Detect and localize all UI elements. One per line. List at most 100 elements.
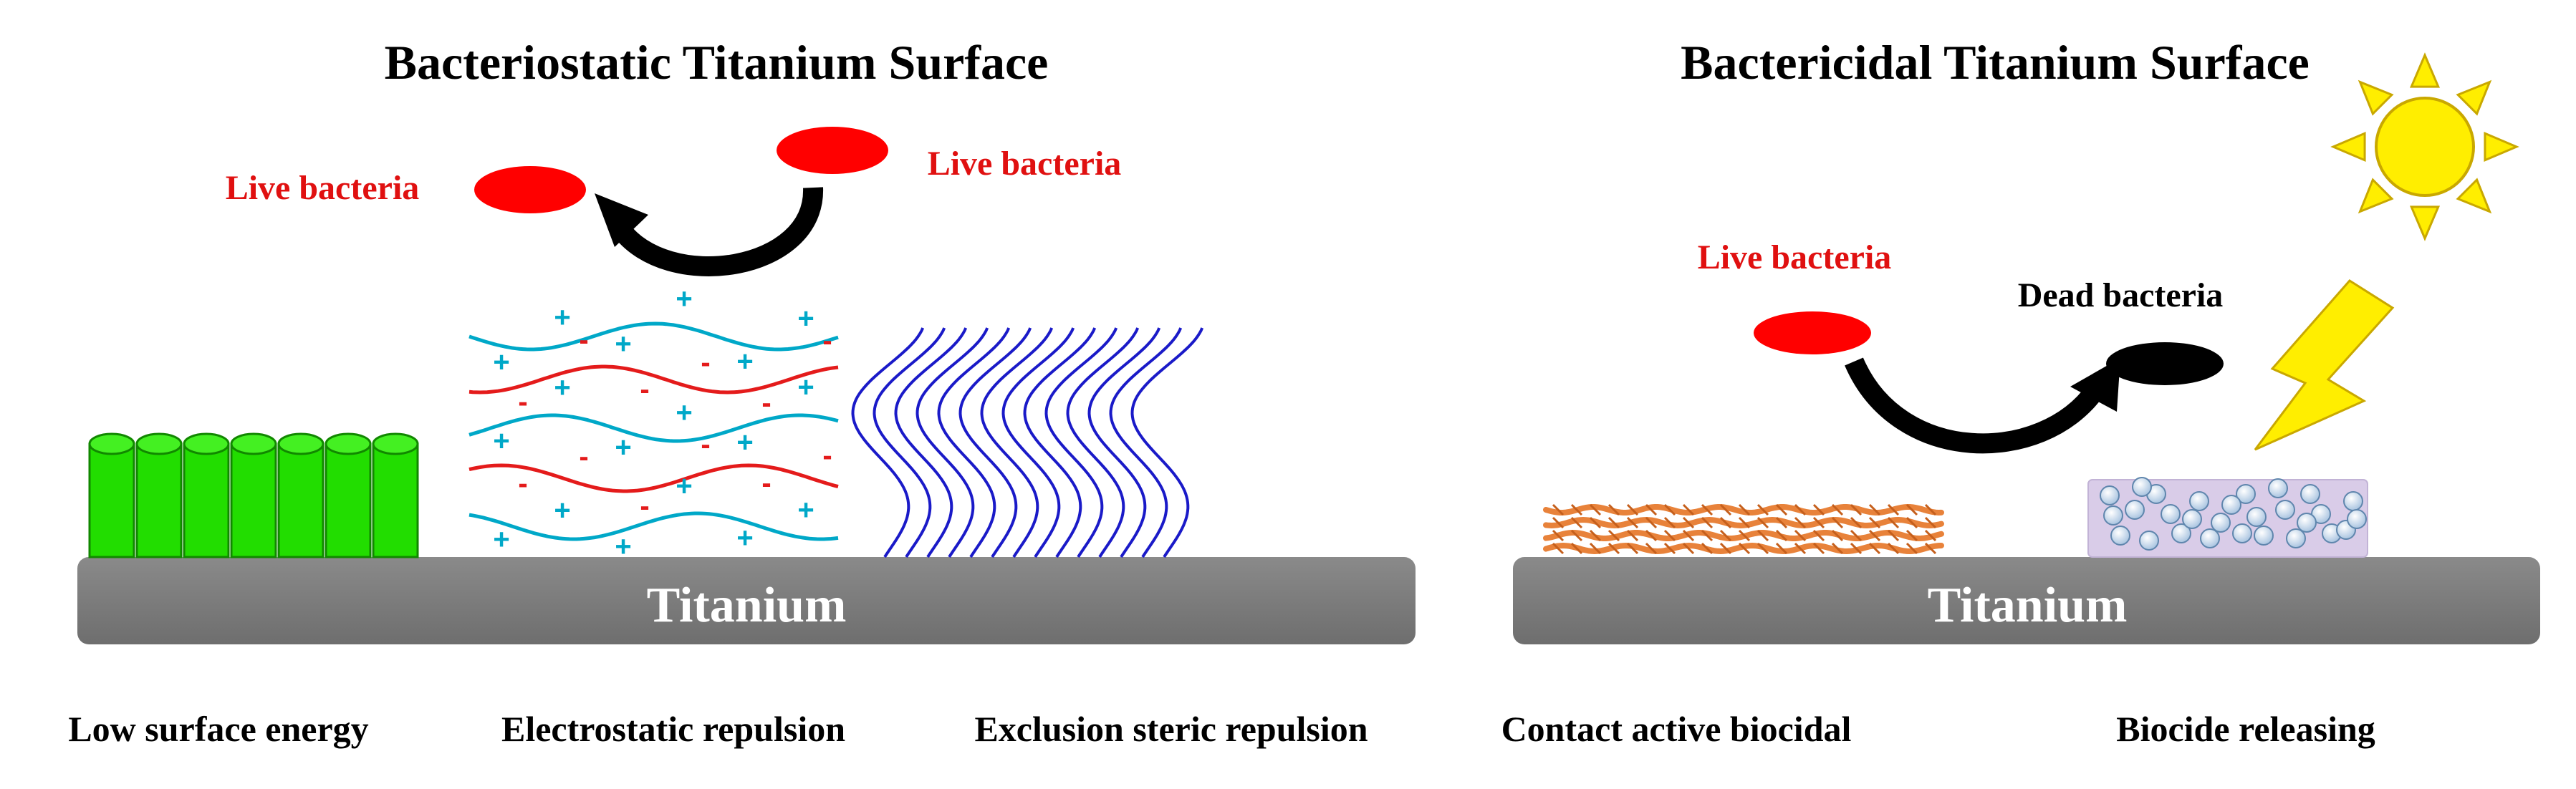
biocide-particle [2236,484,2256,504]
plus-charge: + [554,372,570,404]
low-surface-energy-pillars [88,432,419,558]
fiber-tick [1794,516,1807,529]
mechanism-electrostatic-repulsion: Electrostatic repulsion [501,709,845,749]
biocide-particles [2100,477,2367,551]
positive-chain [468,321,839,352]
plus-charge: + [676,470,692,502]
minus-charge: - [518,386,527,417]
sun-ray [2330,131,2366,163]
fiber-tick [1924,542,1937,555]
sun-ray [2358,178,2394,214]
brush-strand [1001,327,1075,558]
fiber-tick [1682,503,1695,516]
plus-charge: + [554,302,570,334]
fiber-tick [1924,516,1937,529]
fiber-tick [1831,503,1844,516]
brush-strand [894,327,968,558]
brush-strand [1087,327,1161,558]
fiber-tick [1719,503,1732,516]
fiber-tick [1775,542,1788,555]
minus-charge: - [761,468,771,499]
biocide-particle [2343,491,2363,511]
fiber-tick [1850,516,1863,529]
fiber-tick [1887,529,1900,542]
plus-charge: + [736,427,753,458]
brush-strand [980,327,1054,558]
fiber-tick [1812,542,1825,555]
fiber-tick [1831,516,1844,529]
biocide-particle [2286,528,2306,548]
fiber-tick [1905,516,1918,529]
fiber-tick [1607,516,1620,529]
fiber-tick [1812,529,1825,542]
cylinder-pillar [230,432,277,558]
steric-polymer-brush [851,327,1204,558]
fiber-tick [1663,542,1676,555]
fiber-tick [1626,503,1639,516]
sun-ray [2409,52,2441,88]
brush-strand [937,327,1011,558]
fiber-tick [1887,542,1900,555]
fiber-tick [1924,503,1937,516]
mechanism-exclusion-steric-repulsion: Exclusion steric repulsion [974,709,1368,749]
fiber-strand [1543,504,1944,516]
fiber-tick [1756,516,1769,529]
fiber-tick [1589,516,1602,529]
biocide-particle [2246,507,2267,527]
biocide-particle [2232,523,2252,543]
fiber-tick [1663,503,1676,516]
cylinder-pillar [135,432,183,558]
titanium-label-right: Titanium [1928,578,2128,633]
contact-active-fibers [1543,503,1944,555]
cylinder-pillar [88,432,135,558]
brush-strand [1109,327,1183,558]
minus-charge: - [822,440,832,471]
fiber-tick [1775,503,1788,516]
titanium-label-left: Titanium [647,578,847,633]
fiber-tick [1626,529,1639,542]
plus-charge: + [736,346,753,377]
brush-strand [873,327,946,558]
fiber-tick [1738,503,1751,516]
brush-strand [1023,327,1097,558]
right-panel-title: Bactericidal Titanium Surface [1681,35,2310,89]
positive-chain [468,413,839,443]
fiber-tick [1775,516,1788,529]
fiber-tick [1905,542,1918,555]
plus-charge: + [493,347,509,378]
fiber-tick [1850,542,1863,555]
plus-charge: + [797,372,814,403]
fiber-tick [1663,529,1676,542]
electrostatic-polymer-chains: ++++++------++++++------++++++ [468,284,839,563]
biocide-particle [2110,526,2130,546]
fiber-tick [1645,542,1658,555]
biocide-particle [2347,509,2367,529]
fiber-tick [1924,529,1937,542]
sun-ray [2409,205,2441,241]
fiber-tick [1682,542,1695,555]
sun-ray [2484,131,2519,163]
biocide-particle [2103,505,2123,526]
curved-arrow-icon [595,187,824,276]
fiber-tick [1831,542,1844,555]
fiber-tick [1589,529,1602,542]
fiber-tick [1719,529,1732,542]
fiber-tick [1701,542,1714,555]
biocide-particle [2254,526,2274,546]
fiber-tick [1570,503,1583,516]
biocide-particle [2300,484,2320,504]
dead-bacteria-label: Dead bacteria [2018,276,2224,314]
fiber-tick [1552,503,1565,516]
fiber-tick [1626,516,1639,529]
lightning-icon [2254,279,2395,451]
brush-strand [1066,327,1140,558]
fiber-tick [1607,503,1620,516]
titanium-substrate-right [1513,557,2540,644]
minus-charge: - [761,387,771,419]
plus-charge: + [493,425,509,457]
fiber-tick [1570,542,1583,555]
fiber-tick [1552,529,1565,542]
curved-arrow-icon [1845,357,2120,454]
fiber-tick [1756,529,1769,542]
negative-chain [468,463,839,493]
